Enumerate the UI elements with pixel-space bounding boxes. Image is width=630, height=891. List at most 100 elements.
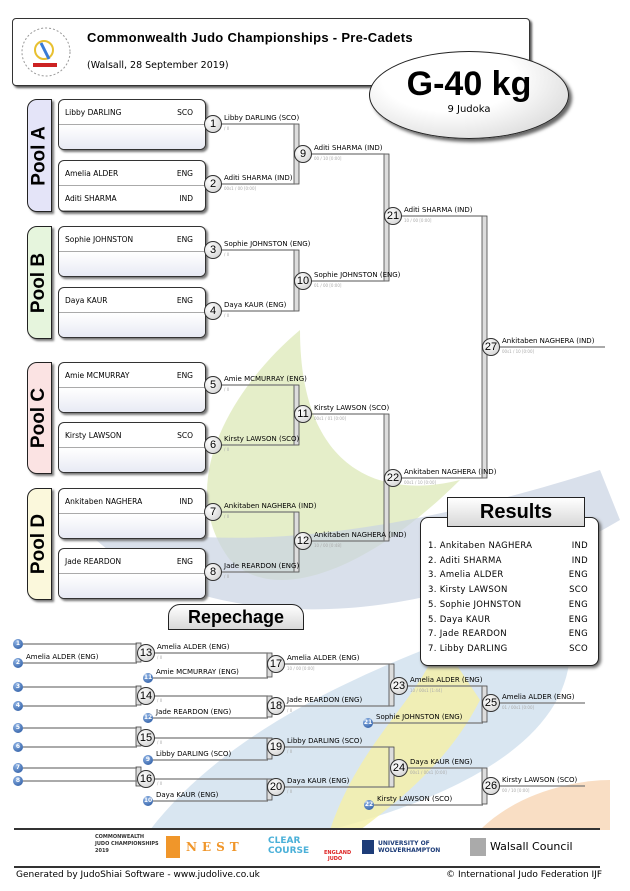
pool-entry[interactable]	[59, 125, 205, 149]
match-score: 00s1 / 00s1 [0:00]	[410, 770, 447, 775]
pool-entry[interactable]	[59, 252, 205, 276]
pool-tab-d[interactable]: Pool D	[27, 488, 52, 600]
pool-entry[interactable]	[59, 514, 205, 538]
match-number-8[interactable]: 8	[204, 563, 222, 581]
result-country: ENG	[568, 570, 588, 581]
match-score: 00 / 10 [0:00]	[502, 788, 530, 793]
match-winner: Amelia ALDER (ENG)	[502, 693, 575, 701]
match-number-21[interactable]: 21	[384, 207, 402, 225]
match-number-2[interactable]: 2	[204, 175, 222, 193]
match-number-26[interactable]: 26	[482, 777, 500, 795]
match-number-24[interactable]: 24	[390, 759, 408, 777]
match-score: / II	[287, 789, 292, 794]
pool-tab-b[interactable]: Pool B	[27, 226, 52, 339]
pool-entry[interactable]	[59, 574, 205, 598]
match-number-22[interactable]: 22	[384, 469, 402, 487]
match-winner: Kirsty LAWSON (SCO)	[224, 435, 300, 443]
pool-tab-c[interactable]: Pool C	[27, 362, 52, 474]
match-number-6[interactable]: 6	[204, 436, 222, 454]
match-number-16[interactable]: 16	[137, 770, 155, 788]
match-number-27[interactable]: 27	[482, 338, 500, 356]
repechage-entry: Sophie JOHNSTON (ENG)	[376, 713, 463, 721]
match-winner: Daya KAUR (ENG)	[224, 301, 287, 309]
results-banner: Results	[447, 497, 585, 527]
match-winner: Daya KAUR (ENG)	[287, 777, 350, 785]
category-badge: G-40 kg 9 Judoka	[369, 51, 569, 139]
match-number-12[interactable]: 12	[294, 532, 312, 550]
result-place: 5. Daya KAUR	[428, 614, 491, 625]
match-number-14[interactable]: 14	[137, 687, 155, 705]
match-number-5[interactable]: 5	[204, 376, 222, 394]
match-score: / II	[224, 126, 229, 131]
match-score: 10 / 00 [0:00]	[404, 218, 432, 223]
result-place: 7. Libby DARLING	[428, 643, 508, 654]
result-country: IND	[571, 541, 588, 551]
event-subtitle: (Walsall, 28 September 2019)	[87, 60, 229, 71]
match-number-15[interactable]: 15	[137, 729, 155, 747]
result-country: ENG	[568, 599, 588, 610]
match-winner: Sophie JOHNSTON (ENG)	[314, 271, 401, 279]
match-winner: Aditi SHARMA (IND)	[404, 206, 473, 214]
pool-entry[interactable]	[59, 313, 205, 337]
repechage-seed-21: 21	[363, 718, 373, 728]
repechage-seed-6: 6	[13, 742, 23, 752]
repechage-seed-4: 4	[13, 701, 23, 711]
match-number-13[interactable]: 13	[137, 644, 155, 662]
match-number-20[interactable]: 20	[267, 778, 285, 796]
result-country: SCO	[569, 643, 588, 654]
match-number-19[interactable]: 19	[267, 738, 285, 756]
result-country: IND	[571, 555, 588, 566]
match-score: 00s1 / 10 [0:00]	[502, 349, 535, 354]
match-number-25[interactable]: 25	[482, 694, 500, 712]
pool-entry[interactable]	[59, 388, 205, 412]
repechage-seed-1: 1	[13, 639, 23, 649]
match-number-7[interactable]: 7	[204, 503, 222, 521]
sponsor-england-judo: ENGLAND JUDO	[324, 850, 352, 862]
entry-country: ENG	[176, 370, 193, 380]
match-number-17[interactable]: 17	[267, 655, 285, 673]
footer-copyright: © International Judo Federation IJF	[446, 870, 602, 880]
match-number-10[interactable]: 10	[294, 272, 312, 290]
result-place: 1. Ankitaben NAGHERA	[428, 541, 533, 551]
pool-tab-a[interactable]: Pool A	[27, 99, 52, 212]
match-score: 01 / 00s1 [0:00]	[502, 705, 535, 710]
match-score: / II	[287, 749, 292, 754]
match-number-1[interactable]: 1	[204, 115, 222, 133]
entry-name: Amie MCMURRAY	[65, 370, 130, 380]
pool-entry[interactable]: Amie MCMURRAY ENG	[59, 363, 205, 388]
results-panel	[420, 517, 599, 666]
sponsor-nest: NEST	[166, 836, 244, 858]
match-number-3[interactable]: 3	[204, 241, 222, 259]
competitor-count: 9 Judoka	[447, 104, 491, 115]
repechage-seed-3: 3	[13, 682, 23, 692]
pool-label: Pool A	[28, 125, 50, 186]
entry-name: Amelia ALDER	[65, 168, 119, 178]
match-winner: Ankitaben NAGHERA (IND)	[502, 337, 595, 345]
match-number-9[interactable]: 9	[294, 145, 312, 163]
match-score: / II	[157, 781, 162, 786]
match-number-18[interactable]: 18	[267, 697, 285, 715]
result-row: 7. Libby DARLING SCO	[428, 644, 588, 654]
pool-entry[interactable]	[59, 448, 205, 472]
entry-country: ENG	[176, 168, 193, 178]
pool-entry[interactable]: Amelia ALDER ENG	[59, 161, 205, 186]
match-number-23[interactable]: 23	[390, 677, 408, 695]
repechage-seed-12: 12	[143, 713, 153, 723]
match-winner: Ankitaben NAGHERA (IND)	[314, 531, 407, 539]
entry-country: IND	[179, 496, 193, 506]
match-score: / II	[224, 574, 229, 579]
match-number-4[interactable]: 4	[204, 302, 222, 320]
match-number-11[interactable]: 11	[294, 405, 312, 423]
entry-country: ENG	[176, 295, 193, 305]
